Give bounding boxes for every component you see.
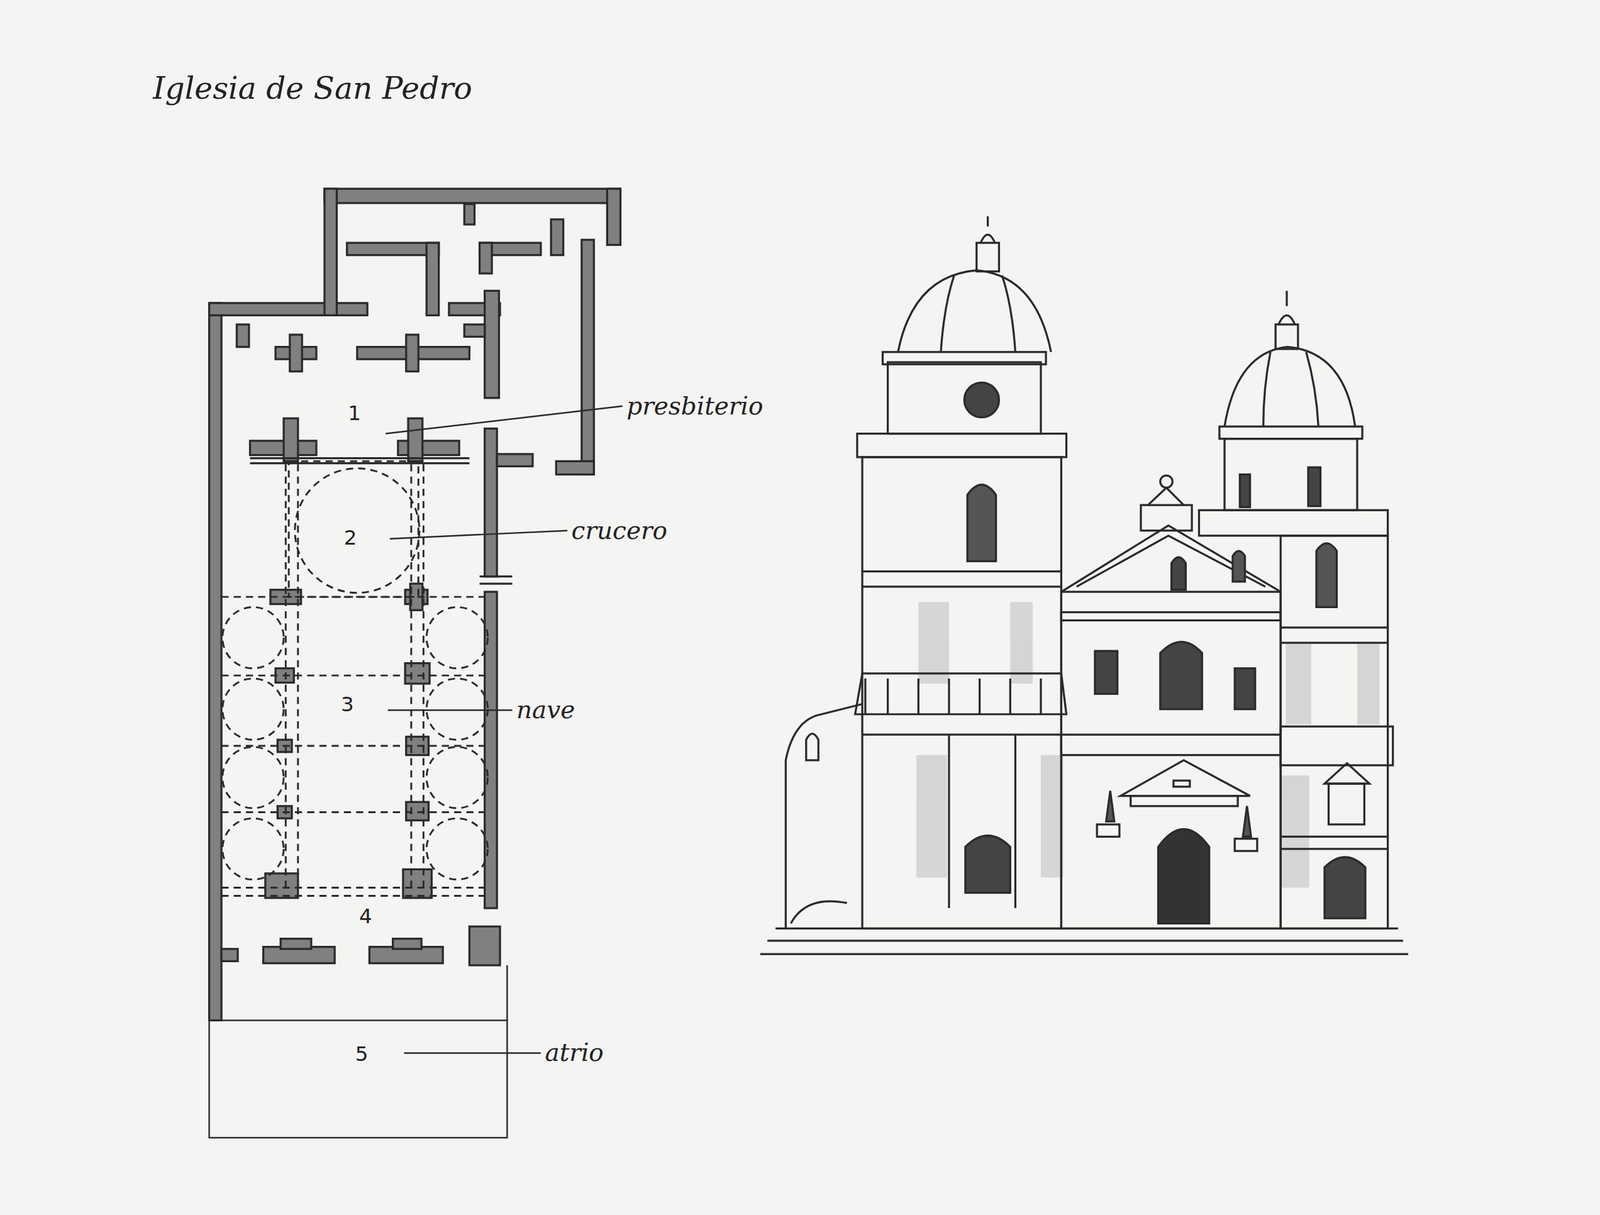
room-label: nave [516,698,575,723]
callout-number: 4 [359,906,373,927]
callout-number: 5 [355,1044,369,1065]
leader-line [385,406,623,434]
drawing-title: Iglesia de San Pedro [152,73,473,105]
callout-number: 2 [344,527,358,548]
floor-plan [209,188,623,1138]
room-label: presbiterio [626,393,763,419]
room-label: atrio [544,1040,604,1066]
room-label: crucero [571,518,668,543]
leader-line [404,1052,541,1054]
callout-number: 1 [347,403,362,424]
leader-line [388,709,513,711]
callout-number: 3 [340,693,355,714]
facade-sketch [760,216,1409,955]
leader-line [389,530,568,539]
